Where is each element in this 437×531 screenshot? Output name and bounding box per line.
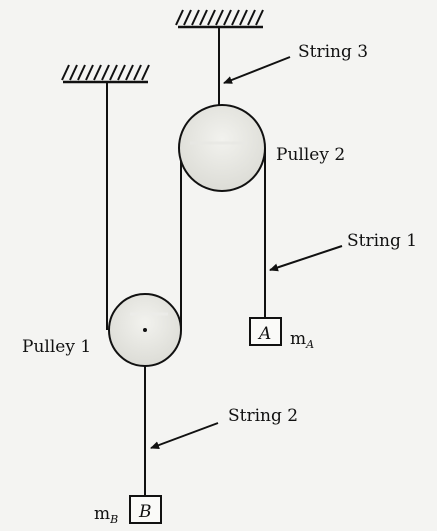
- label-string-1: String 1: [347, 231, 417, 251]
- label-mass-b: mB: [94, 504, 118, 526]
- block-a: [249, 317, 282, 346]
- pulley-1: [108, 293, 182, 367]
- label-mass-a-sub: A: [305, 338, 314, 351]
- arrow-string-1: [269, 245, 343, 272]
- ceiling-support-right: [175, 9, 264, 29]
- label-mass-b-base: m: [94, 504, 110, 524]
- label-mass-a: mA: [290, 329, 314, 351]
- label-mass-a-base: m: [290, 329, 306, 349]
- arrow-string-2: [150, 422, 219, 449]
- ceiling-support-left: [61, 64, 150, 84]
- label-string-3: String 3: [298, 42, 368, 62]
- arrow-string-3: [223, 56, 291, 84]
- block-a-letter: A: [257, 324, 271, 344]
- label-pulley-2: Pulley 2: [276, 145, 345, 165]
- pulley-2: [178, 104, 266, 192]
- block-b-letter: B: [138, 502, 152, 522]
- label-mass-b-sub: B: [109, 513, 118, 526]
- label-pulley-1: Pulley 1: [22, 337, 91, 357]
- block-b: [129, 495, 162, 524]
- label-string-2: String 2: [228, 406, 298, 426]
